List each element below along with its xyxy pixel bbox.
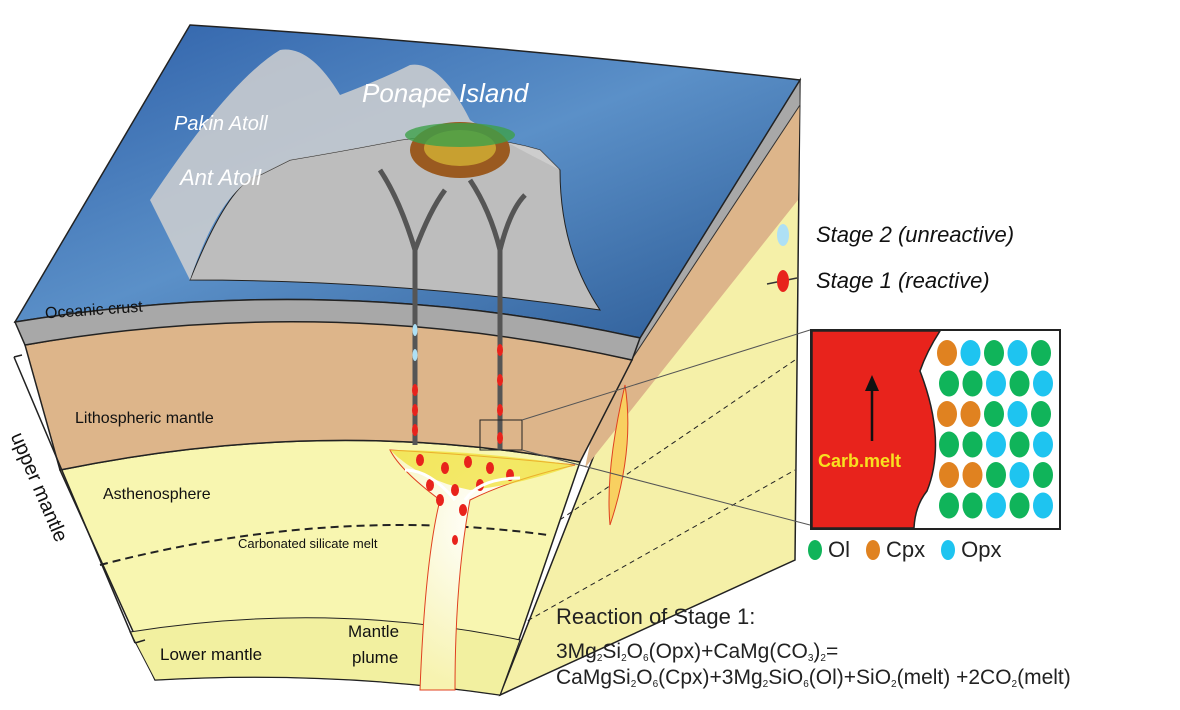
lower-mantle-label: Lower mantle [160,645,263,664]
melt-droplets [416,454,514,545]
ol-grain [962,431,983,458]
ol-grain [986,462,1006,488]
carb-melt-label: Carb.melt [818,451,902,471]
side-plume [608,384,629,526]
cpx-grain [937,340,957,366]
asthenosphere-label: Asthenosphere [103,486,211,503]
opx-grain [1033,431,1053,458]
cpx-grain [939,462,959,488]
stage1-label: Stage 1 (reactive) [816,268,990,293]
reaction-line-2: CaMgSi2O6(Cpx)+3Mg2SiO6(Ol)+SiO2(melt) +… [556,666,1071,690]
cpx-label: Cpx [886,537,926,562]
reaction-line-1: 3Mg2Si2O6(Opx)+CaMg(CO3)2= [556,640,839,664]
cpx-grain [962,462,983,488]
opx-grain [1033,492,1053,519]
mantle-plume-label-1: Mantle [348,622,400,641]
reaction-title: Reaction of Stage 1: [556,604,756,629]
opx-grain [1007,340,1028,366]
opx-grain [1033,370,1053,397]
carbonated-melt-label: Carbonated silicate melt [238,536,378,551]
ol-grain [939,431,959,458]
ol-grain [1009,492,1030,519]
opx-icon [941,540,956,560]
ol-label: Ol [828,537,850,562]
opx-grain [986,492,1006,519]
cpx-grain [937,401,957,427]
opx-grain [986,370,1006,397]
opx-grain [1009,462,1030,488]
opx-grain [986,431,1006,458]
magma-conduits [377,168,527,450]
ol-grain [939,492,959,519]
ol-icon [808,540,822,560]
seamount-peaks [150,49,560,280]
ol-grain [1033,462,1053,488]
mineral-legend: Ol Cpx Opx [808,537,1001,563]
upper-mantle-bracket [13,354,146,644]
opx-grain [1007,401,1028,427]
ol-grain [984,401,1004,427]
opx-grain [960,340,981,366]
mantle-plume-label-2: plume [352,648,399,667]
cpx-icon [866,540,880,560]
lithospheric-mantle-label: Lithospheric mantle [75,410,214,427]
ol-grain [1009,431,1030,458]
stage2-icon [777,224,789,246]
arrow-up-icon [865,375,879,391]
callout-box [479,419,523,451]
ol-grain [1031,401,1051,427]
ant-atoll-label: Ant Atoll [180,165,262,190]
stage1-conduit-melt [412,344,503,444]
ol-grain [1009,370,1030,397]
stage2-label: Stage 2 (unreactive) [816,222,1015,247]
stage2-conduit-melt [412,324,418,361]
reaction-inset: Carb.melt [810,329,1061,530]
ol-grain [939,370,959,397]
oceanic-crust-layer [13,298,641,361]
ponape-island-label: Ponape Island [362,78,529,108]
carbonatite-melt [812,331,941,528]
pakin-atoll-label: Pakin Atoll [174,113,268,135]
stage1-icon [766,270,798,292]
opx-label: Opx [961,537,1002,562]
ol-grain [984,340,1004,366]
ol-grain [962,492,983,519]
ol-grain [962,370,983,397]
ol-grain [1031,340,1051,366]
cpx-grain [960,401,981,427]
